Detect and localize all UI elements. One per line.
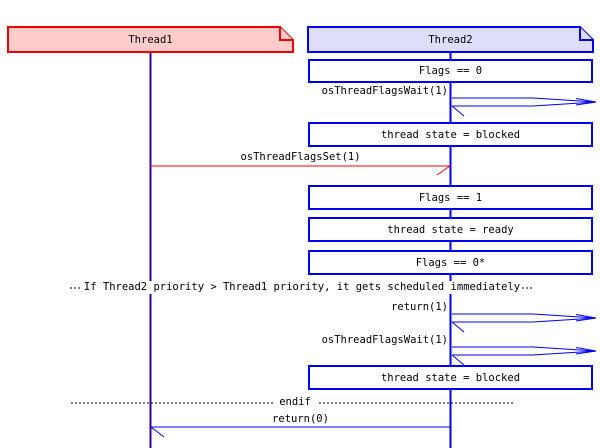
state-box-blocked-1: thread state = blocked [308,122,593,147]
set-arrow [151,165,451,176]
set-arrowhead-icon [436,165,451,176]
participant-thread2-label: Thread2 [428,33,473,46]
thread2-fold-corner-icon [579,27,593,41]
state-box-flags-eq-0: Flags == 0 [308,59,593,83]
participant-thread1-header [7,26,294,53]
wait2-env-arrow [451,346,597,366]
wait2-arrowhead-icon [575,347,597,352]
message-label-set: osThreadFlagsSet(1) [240,151,361,163]
state-box-blocked-2: thread state = blocked [308,365,593,390]
ret1-env-arrow [451,313,597,333]
message-label-ret1: return(1) [391,301,448,313]
wait1-return-arrowhead-icon [451,105,465,117]
message-label-wait1: osThreadFlagsWait(1) [321,85,448,97]
message-label-ret0: return(0) [272,413,329,425]
ret1-arrowhead-icon [575,314,597,319]
divider-label-priority-note: If Thread2 priority > Thread1 priority, … [82,281,522,294]
divider-label-endif: endif [273,396,317,409]
state-box-flags-eq-0-star: Flags == 0* [308,250,593,275]
wait1-env-arrow [451,97,597,117]
wait1-arrowhead-icon [575,98,597,103]
wait2-return-arrowhead-icon [451,354,465,366]
message-label-wait2: osThreadFlagsWait(1) [321,334,448,346]
thread1-fold-corner-icon [279,27,293,41]
participant-thread1-label: Thread1 [128,33,173,46]
ret0-arrow [150,426,450,438]
state-box-flags-eq-1: Flags == 1 [308,185,593,210]
state-box-ready: thread state = ready [308,217,593,242]
ret1-return-arrowhead-icon [451,321,465,333]
participant-thread2-header [307,26,594,53]
ret0-arrowhead-icon [150,426,165,438]
